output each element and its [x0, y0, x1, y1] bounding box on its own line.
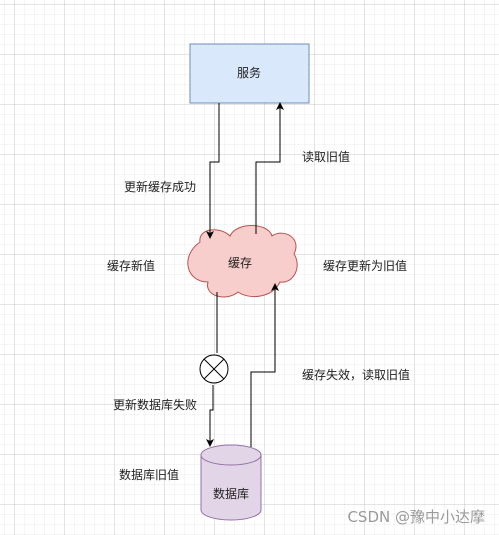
- annotation-db-old-value: 数据库旧值: [119, 468, 180, 482]
- annotation-cache-new-value: 缓存新值: [107, 259, 156, 273]
- edge-cache-to-database-lower[interactable]: [206, 385, 214, 447]
- cache-label: 缓存: [227, 256, 253, 270]
- database-node[interactable]: [200, 444, 262, 521]
- service-label: 服务: [236, 66, 262, 80]
- watermark: CSDN @豫中小达摩: [347, 508, 485, 526]
- edge-database-to-cache[interactable]: [250, 283, 279, 447]
- edge-service-to-cache[interactable]: [206, 103, 220, 239]
- edge-cache-to-service[interactable]: [255, 102, 284, 234]
- edge-label-cache-miss-read-old: 缓存失效，读取旧值: [302, 368, 411, 382]
- failure-x-icon: [199, 354, 229, 384]
- cache-node[interactable]: [187, 225, 298, 298]
- edge-label-update-db-failed: 更新数据库失败: [113, 398, 198, 412]
- edge-label-update-cache-success: 更新缓存成功: [124, 180, 197, 194]
- edge-label-read-old-value: 读取旧值: [302, 150, 351, 164]
- database-node-top-rim: [200, 454, 262, 466]
- annotation-cache-updated-to-old: 缓存更新为旧值: [323, 259, 408, 273]
- database-label: 数据库: [212, 487, 250, 501]
- service-node[interactable]: [189, 43, 310, 104]
